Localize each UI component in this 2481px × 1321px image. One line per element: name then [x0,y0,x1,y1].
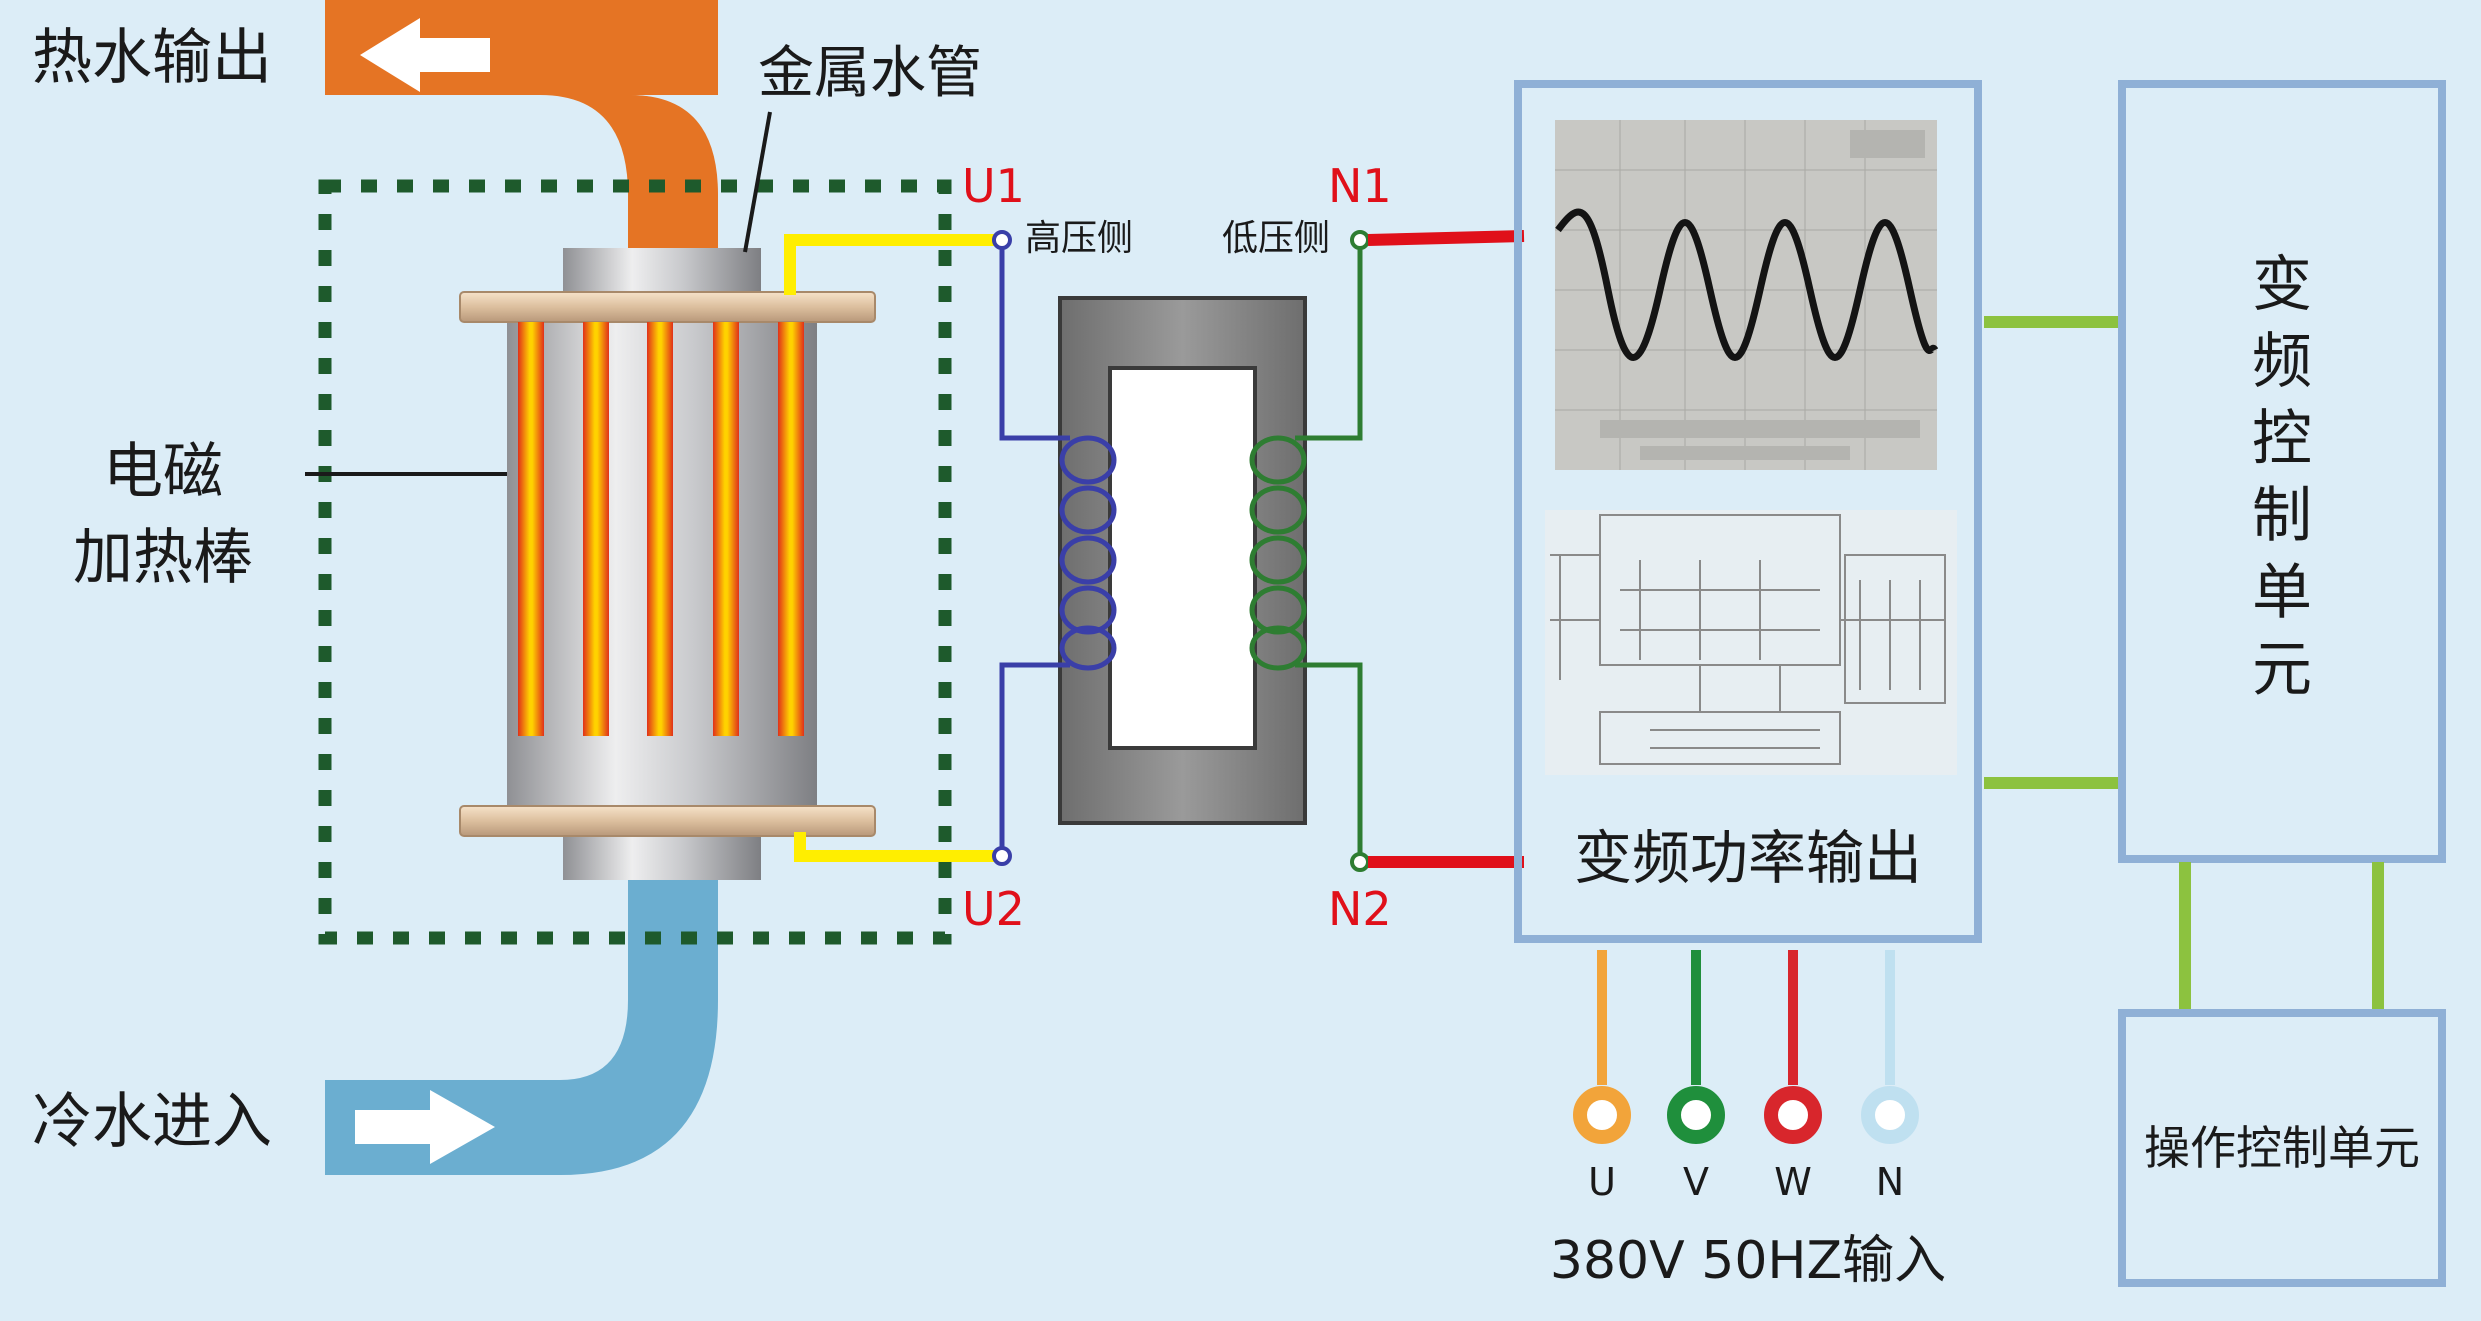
cold-water-pipe [325,870,718,1175]
vf-control-unit-char-6: 元 [2252,635,2312,705]
vf-control-unit-char-4: 制 [2252,481,2312,551]
hot-water-out-label: 热水输出 [32,23,272,93]
u1-label: U1 [962,159,1025,213]
operation-control-unit-box [2118,1009,2446,1287]
red-lead-top [1367,230,1525,246]
heating-rod-label-line1: 电磁 [103,437,223,507]
yellow-lead-bottom [794,832,1002,862]
vf-power-output-label: 变频功率输出 [1574,824,1922,892]
n1-label: N1 [1328,159,1392,213]
vf-control-unit-char-5: 单 [2252,558,2312,628]
input-voltage-label: 380V 50HZ输入 [1550,1231,1946,1291]
hot-water-pipe [325,0,718,260]
circuit-schematic [1545,510,1957,775]
terminal-n2 [1350,852,1370,872]
phase-label-n: N [1876,1160,1904,1204]
vf-power-output-box [1514,80,1982,943]
terminal-n1 [1350,230,1370,250]
vf-control-unit-char-1: 变 [2252,250,2312,320]
vf-control-unit-box [2118,80,2446,863]
terminal-u [1573,1086,1631,1144]
vf-control-unit-label: 变 频 控 制 单 元 [2252,250,2312,705]
transformer [1058,296,1307,825]
yellow-lead-top [784,234,1002,295]
primary-winding [999,240,1117,856]
three-phase-input [1573,950,1919,1144]
cold-water-arrow-icon [355,1090,495,1164]
phase-label-v: V [1683,1160,1709,1204]
terminal-u2 [992,846,1012,866]
vf-control-unit-char-3: 控 [2252,404,2312,474]
heating-rod-label-line2: 加热棒 [73,523,253,593]
hot-water-arrow-icon [360,18,490,92]
u2-label: U2 [962,882,1025,936]
n2-label: N2 [1328,882,1392,936]
oscilloscope-screen [1555,120,1939,470]
phase-label-w: W [1774,1160,1812,1204]
metal-pipe-leader-line [743,111,772,253]
metal-pipe-label: 金属水管 [758,41,982,106]
operation-control-unit-label: 操作控制单元 [2144,1121,2420,1175]
terminal-u1 [992,230,1012,250]
high-voltage-side-label: 高压侧 [1025,218,1133,259]
cold-water-in-label: 冷水进入 [32,1087,272,1157]
terminal-w [1764,1086,1822,1144]
terminal-v [1667,1086,1725,1144]
low-voltage-side-label: 低压侧 [1222,218,1330,259]
secondary-winding [1249,240,1363,856]
electromagnetic-heating-rod [459,248,876,880]
green-links [1984,316,2384,1010]
terminal-n [1861,1086,1919,1144]
phase-label-u: U [1588,1160,1616,1204]
vf-control-unit-char-2: 频 [2252,327,2312,397]
